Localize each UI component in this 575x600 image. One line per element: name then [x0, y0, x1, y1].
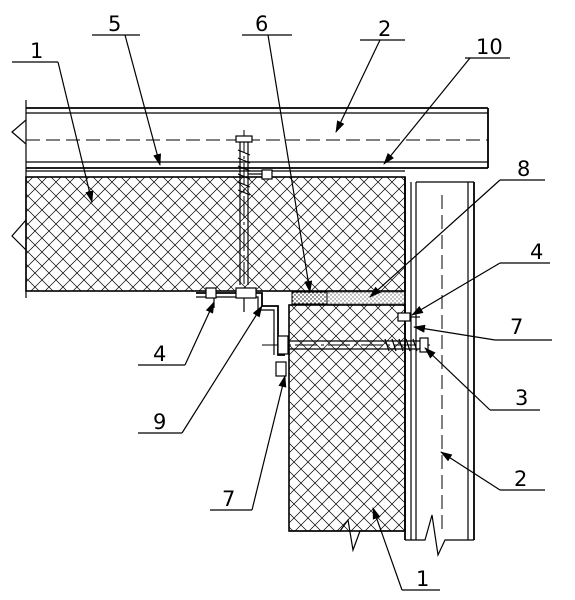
break-symbols-left: [11, 100, 27, 298]
vertical-sandwich-panel: [288, 304, 406, 553]
callout-9: 9: [153, 410, 166, 434]
callout-7-bottom: 7: [222, 487, 235, 511]
callout-2-bottom: 2: [514, 467, 527, 491]
callout-3: 3: [515, 386, 528, 410]
top-steel-beam: [26, 107, 489, 172]
vertical-bolt: [235, 130, 273, 300]
callout-labels: 1 5 6 2 10 8 4 7 4 3 9 2 7 1: [30, 12, 543, 591]
callout-1-bottom: 1: [416, 567, 429, 591]
callout-8: 8: [517, 157, 530, 181]
callout-1-top: 1: [30, 39, 43, 63]
callout-2-top: 2: [378, 17, 391, 41]
right-steel-column: [404, 177, 475, 558]
filler-strip: [326, 291, 406, 305]
horizontal-sandwich-panel: [25, 176, 406, 292]
callout-5: 5: [108, 12, 121, 36]
leader-lines: [12, 34, 552, 591]
callout-7-right: 7: [510, 315, 523, 339]
callout-4-right: 4: [530, 240, 543, 264]
callout-10: 10: [476, 35, 503, 59]
horizontal-bolt: [262, 312, 430, 377]
sealing-strip: [291, 291, 328, 305]
callout-4-left: 4: [153, 342, 166, 366]
callout-6: 6: [255, 12, 268, 36]
